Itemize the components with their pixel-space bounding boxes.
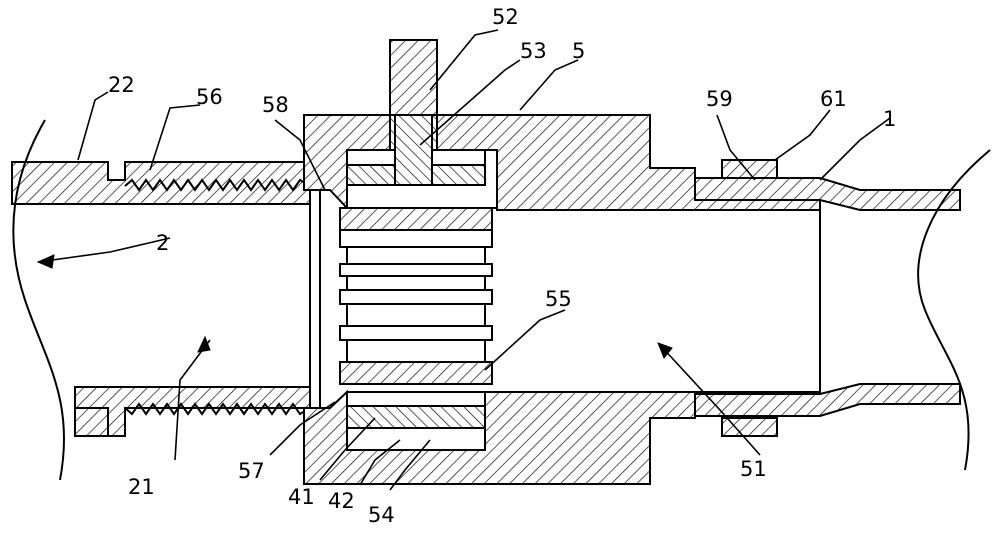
right-pipe-1 bbox=[694, 159, 961, 437]
leader-lines bbox=[37, 29, 891, 491]
label-52: 52 bbox=[492, 5, 519, 29]
label-5: 5 bbox=[572, 39, 585, 63]
valve-core bbox=[339, 207, 493, 385]
label-59: 59 bbox=[706, 87, 733, 111]
label-2: 2 bbox=[156, 231, 169, 255]
label-1: 1 bbox=[883, 107, 896, 131]
label-57: 57 bbox=[238, 459, 265, 483]
label-54: 54 bbox=[368, 503, 395, 527]
left-break-line bbox=[12, 119, 65, 481]
reference-labels: 22 56 58 52 53 5 59 61 1 2 55 57 21 41 4… bbox=[108, 5, 896, 527]
label-58: 58 bbox=[262, 93, 289, 117]
label-21: 21 bbox=[128, 475, 155, 499]
thread-56 bbox=[124, 178, 311, 416]
left-pipe-2 bbox=[11, 161, 311, 437]
label-55: 55 bbox=[545, 287, 572, 311]
label-41: 41 bbox=[288, 485, 315, 509]
label-42: 42 bbox=[328, 489, 355, 513]
inner-sleeve bbox=[309, 189, 330, 409]
label-56: 56 bbox=[196, 85, 223, 109]
label-51: 51 bbox=[740, 457, 767, 481]
right-break-line bbox=[917, 149, 991, 471]
label-22: 22 bbox=[108, 73, 135, 97]
bottom-rings bbox=[346, 391, 486, 451]
label-53: 53 bbox=[520, 39, 547, 63]
label-61: 61 bbox=[820, 87, 847, 111]
